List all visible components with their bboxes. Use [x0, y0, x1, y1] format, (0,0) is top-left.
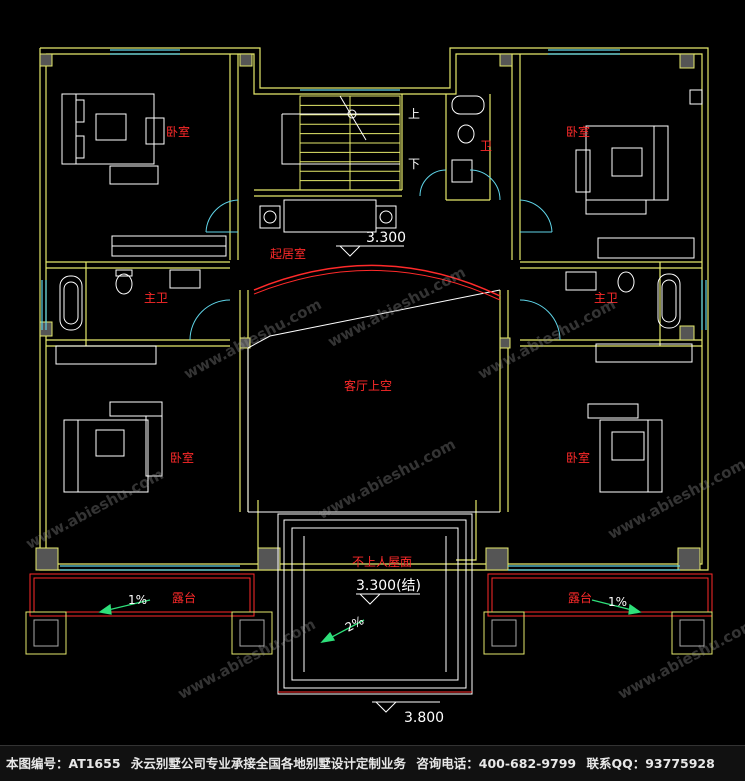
floor-plan: 上 下 — [25, 47, 713, 726]
bedroom-bottom-left-label: 卧室 — [170, 450, 194, 465]
level-roof: 3.300(结) — [356, 578, 421, 594]
columns — [35, 53, 701, 571]
furniture — [55, 89, 703, 493]
company-text: 永云别墅公司专业承接全国各地别墅设计定制业务 — [130, 756, 406, 771]
balcony-left-label: 露台 — [172, 590, 196, 605]
bedroom-top-right-label: 卧室 — [566, 124, 590, 139]
plan-number: 本图编号：AT1655 — [6, 756, 121, 771]
balconies — [25, 573, 713, 655]
bedroom-bottom-right-label: 卧室 — [566, 450, 590, 465]
doors — [189, 169, 561, 341]
bath-right-label: 主卫 — [594, 291, 618, 305]
roof-label: 不上人屋面 — [352, 555, 412, 569]
stair-down-label: 下 — [408, 157, 420, 171]
level-living: 3.300 — [366, 230, 406, 246]
stair-arrows — [281, 95, 400, 165]
bath-left-label: 主卫 — [144, 291, 168, 305]
living-room-label: 起居室 — [270, 246, 306, 261]
bedroom-top-left-label: 卧室 — [166, 124, 190, 139]
void-opening — [247, 289, 501, 513]
qq-text: 联系QQ：93775928 — [586, 756, 715, 771]
bath-top-label: 卫 — [480, 139, 492, 153]
curved-railing — [253, 264, 501, 297]
windows — [41, 49, 707, 571]
exterior-walls — [39, 47, 709, 571]
balcony-right-label: 露台 — [568, 590, 592, 605]
level-marks — [336, 245, 440, 713]
void-label: 客厅上空 — [344, 378, 392, 393]
footer-bar: 本图编号：AT1655 永云别墅公司专业承接全国各地别墅设计定制业务 咨询电话：… — [0, 745, 745, 781]
level-bottom: 3.800 — [404, 710, 444, 726]
slope-left: 1% — [128, 593, 147, 607]
phone-text: 咨询电话：400-682-9799 — [416, 756, 577, 771]
staircase — [299, 95, 401, 191]
slope-right: 1% — [608, 595, 627, 609]
slope-arrows — [98, 599, 642, 643]
roof-area — [277, 513, 473, 695]
stair-up-label: 上 — [408, 107, 420, 121]
